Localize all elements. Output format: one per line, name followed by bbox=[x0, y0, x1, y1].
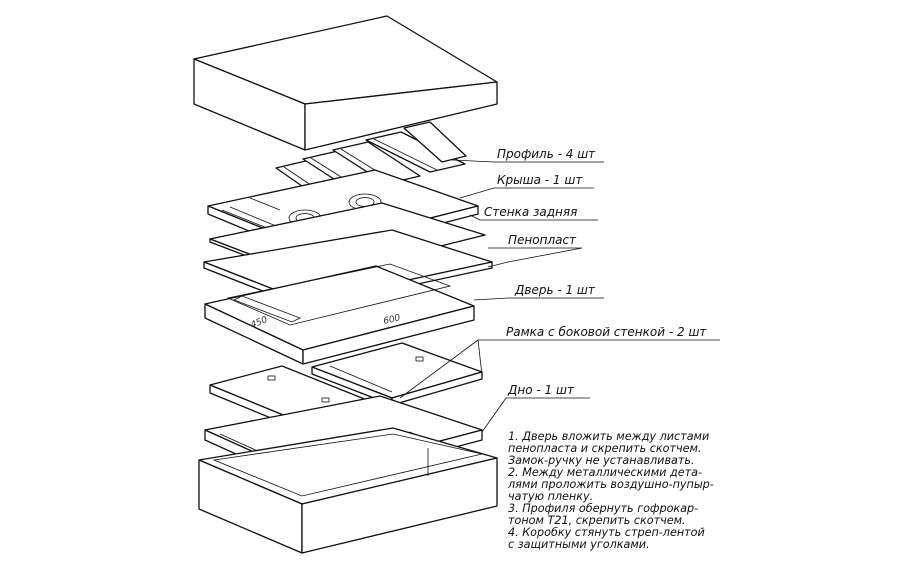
note-line: чатую пленку. bbox=[508, 490, 593, 503]
label-bottom: Дно - 1 шт bbox=[507, 383, 575, 397]
label-lid: Крыша - 1 шт bbox=[497, 173, 583, 187]
note-line: тоном Т21, скрепить скотчем. bbox=[508, 514, 686, 527]
dimension-width: 600 bbox=[382, 313, 401, 327]
note-line: пенопласта и скрепить скотчем. bbox=[508, 442, 702, 455]
leader-lines bbox=[399, 159, 720, 433]
note-line: Замок-ручку не устанавливать. bbox=[508, 454, 695, 467]
note-line: 2. Между металлическими дета- bbox=[508, 466, 702, 479]
box-lid bbox=[193, 15, 498, 151]
note-line: 4. Коробку стянуть стреп-лентой bbox=[508, 526, 705, 539]
assembly-notes: 1. Дверь вложить между листами пенопласт… bbox=[507, 430, 714, 551]
label-profile: Профиль - 4 шт bbox=[497, 147, 596, 161]
note-line: с защитными уголками. bbox=[508, 538, 650, 551]
label-foam: Пенопласт bbox=[508, 233, 577, 247]
note-line: лями проложить воздушно-пупыр- bbox=[507, 478, 714, 491]
note-line: 1. Дверь вложить между листами bbox=[508, 430, 709, 443]
box-base bbox=[198, 427, 498, 554]
door-assembly: 450 600 bbox=[204, 263, 475, 365]
label-frame: Рамка с боковой стенкой - 2 шт bbox=[506, 325, 707, 339]
note-line: 3. Профиля обернуть гофрокар- bbox=[508, 502, 698, 515]
label-back-wall: Стенка задняя bbox=[484, 205, 577, 219]
label-door: Дверь - 1 шт bbox=[514, 283, 596, 297]
